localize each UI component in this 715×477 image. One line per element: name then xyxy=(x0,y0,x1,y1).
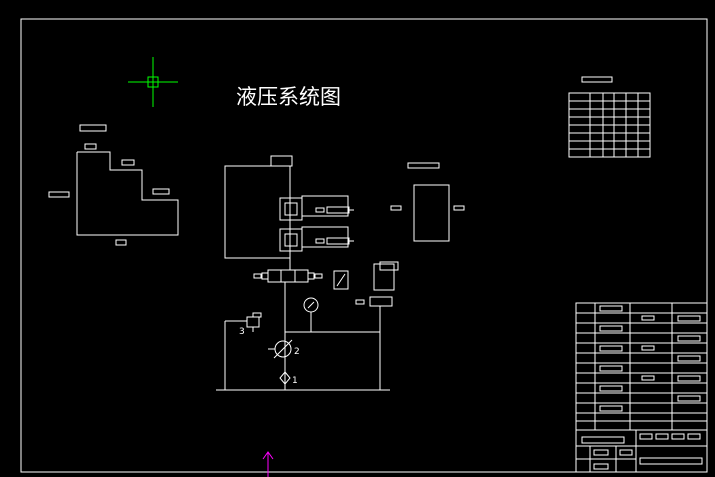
pressure-gauge-icon xyxy=(303,297,319,332)
drawing-title: 液压系统图 xyxy=(236,85,341,109)
relief-valve-icon xyxy=(246,312,262,332)
component-label-3: 3 xyxy=(239,327,245,337)
cylinder-outline-sketch xyxy=(390,162,465,242)
profile-sketch xyxy=(48,124,179,246)
hydraulic-circuit xyxy=(216,155,399,391)
main-directional-valve-icon xyxy=(253,269,323,283)
parts-table xyxy=(568,76,651,158)
directional-valve-icon xyxy=(279,195,354,221)
hydraulic-cylinder-icon xyxy=(333,261,399,390)
title-block xyxy=(575,302,708,473)
filter-icon xyxy=(279,371,291,385)
ucs-arrow-icon xyxy=(262,451,274,477)
component-label-1: 1 xyxy=(292,376,298,386)
pump-symbol-icon xyxy=(268,339,293,359)
component-label-2: 2 xyxy=(294,347,300,357)
crosshair-cursor-icon xyxy=(128,57,178,107)
directional-valve-icon xyxy=(279,226,354,252)
drawing-border xyxy=(20,18,708,473)
